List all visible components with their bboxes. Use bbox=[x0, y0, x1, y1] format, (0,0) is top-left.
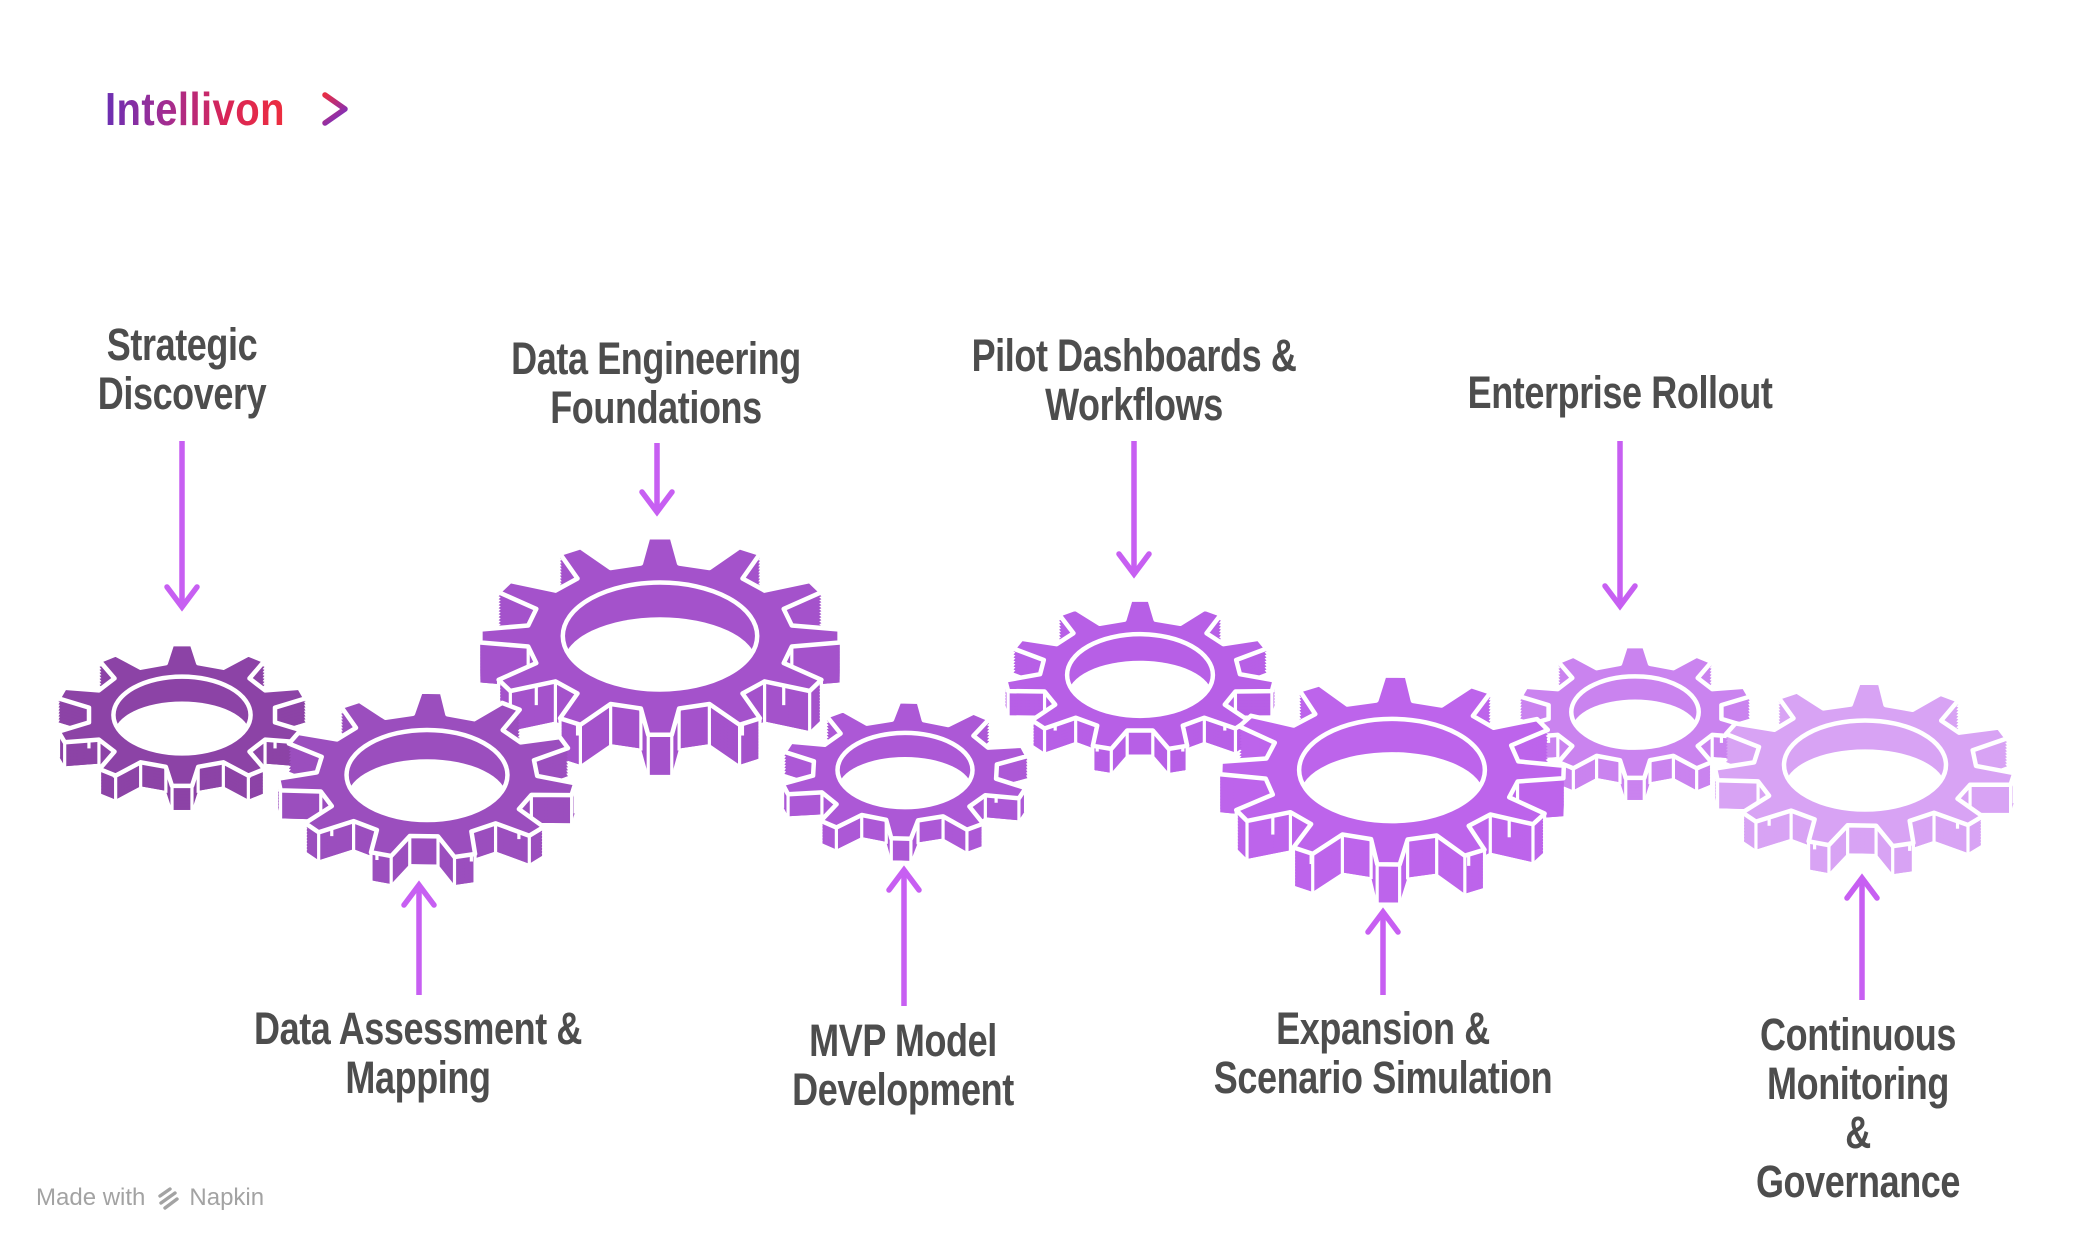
gear-continuous-monitoring-governance bbox=[1712, 680, 2017, 879]
brand-chevron-icon bbox=[322, 92, 348, 126]
arrow-down-strategic-discovery bbox=[164, 441, 200, 612]
arrow-up-mvp-model-development bbox=[886, 865, 922, 1006]
gear-enterprise-rollout bbox=[1518, 643, 1752, 804]
arrow-up-continuous-monitoring-governance bbox=[1844, 873, 1880, 1000]
label-data-assessment-mapping: Data Assessment & Mapping bbox=[253, 1003, 583, 1103]
brand-logo-text: Intellivon bbox=[105, 83, 286, 135]
label-strategic-discovery: Strategic Discovery bbox=[97, 319, 267, 419]
label-expansion-scenario-simulation: Expansion & Scenario Simulation bbox=[1213, 1003, 1553, 1103]
gear-data-engineering-foundations bbox=[478, 534, 842, 779]
label-enterprise-rollout: Enterprise Rollout bbox=[1467, 367, 1773, 418]
gear-data-assessment-mapping bbox=[275, 689, 578, 889]
gear-mvp-model-development bbox=[780, 699, 1030, 865]
arrow-up-expansion-scenario-simulation bbox=[1365, 907, 1401, 995]
arrow-down-data-engineering-foundations bbox=[639, 443, 675, 517]
gear-expansion-scenario-simulation bbox=[1217, 673, 1567, 907]
napkin-credit: Made with Napkin bbox=[36, 1184, 264, 1212]
made-with-text: Made with bbox=[36, 1184, 146, 1211]
napkin-text: Napkin bbox=[189, 1184, 265, 1211]
arrow-up-data-assessment-mapping bbox=[401, 880, 437, 995]
label-pilot-dashboards-workflows: Pilot Dashboards & Workflows bbox=[971, 330, 1297, 430]
gear-pilot-dashboards-workflows bbox=[1003, 597, 1277, 777]
arrow-down-pilot-dashboards-workflows bbox=[1116, 441, 1152, 579]
brand-logo: Intellivon bbox=[105, 86, 352, 132]
label-continuous-monitoring-governance: Continuous Monitoring & Governance bbox=[1755, 1009, 1961, 1207]
label-mvp-model-development: MVP Model Development bbox=[792, 1015, 1014, 1115]
napkin-logo-icon bbox=[158, 1187, 180, 1210]
arrow-down-enterprise-rollout bbox=[1602, 441, 1638, 611]
gear-strategic-discovery bbox=[56, 641, 308, 814]
label-data-engineering-foundations: Data Engineering Foundations bbox=[511, 333, 801, 433]
